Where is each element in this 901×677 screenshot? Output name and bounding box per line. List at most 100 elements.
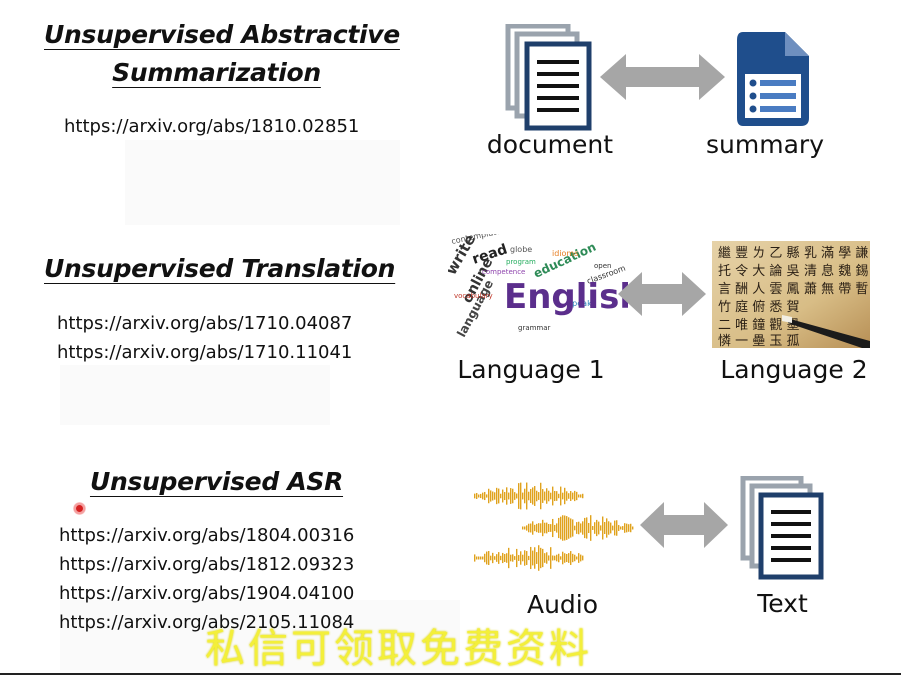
waveform-bar	[576, 491, 578, 501]
bidirectional-arrow-icon	[618, 272, 706, 316]
svg-text:乳 滿 學 謙: 乳 滿 學 謙	[804, 245, 868, 261]
waveform-bar	[568, 517, 570, 539]
waveform-bar	[572, 519, 574, 537]
waveform-bar	[580, 554, 582, 562]
word-cloud-word: grammar	[518, 324, 551, 332]
background-panel	[60, 365, 330, 425]
svg-text:托 令 大 論 吳: 托 令 大 論 吳	[718, 263, 800, 279]
waveform-bar	[576, 556, 578, 560]
waveform-bar	[478, 494, 480, 498]
waveform-bar	[538, 545, 540, 571]
waveform-bar	[524, 526, 526, 530]
waveform-bar	[586, 517, 588, 539]
bidirectional-arrow-icon	[600, 54, 725, 100]
paper-link[interactable]: https://arxiv.org/abs/1710.11041	[57, 342, 353, 363]
waveform-bar	[548, 490, 550, 502]
waveform-bar	[486, 494, 488, 498]
word-cloud-word: education	[531, 240, 598, 281]
waveform-bar	[532, 550, 534, 566]
waveform-bar	[476, 493, 478, 499]
svg-text:言 酬 人 雲 鳳: 言 酬 人 雲 鳳	[718, 282, 800, 297]
waveform-bar	[500, 493, 502, 499]
waveform-bar	[508, 547, 510, 569]
waveform-bar	[502, 552, 504, 564]
section-title-summarization-line2: Summarization	[112, 58, 321, 87]
waveform-bar	[622, 526, 624, 530]
waveform-bar	[500, 555, 502, 561]
word-cloud-word: program	[506, 258, 536, 266]
svg-text:蕭 無 帶 暫: 蕭 無 帶 暫	[804, 282, 868, 297]
waveform-bar	[608, 521, 610, 535]
waveform-bar	[514, 556, 516, 560]
waveform-bar	[484, 553, 486, 563]
waveform-bar	[536, 490, 538, 502]
paper-link[interactable]: https://arxiv.org/abs/1904.04100	[59, 583, 355, 604]
waveform-bar	[618, 525, 620, 531]
waveform-bar	[594, 522, 596, 534]
waveform-bar	[564, 553, 566, 563]
waveform-bar	[482, 492, 484, 500]
waveform-bar	[546, 488, 548, 504]
waveform-bar	[492, 491, 494, 501]
waveform-bar	[570, 551, 572, 565]
waveform-bar	[512, 488, 514, 504]
waveform-bar	[476, 556, 478, 560]
waveform-bar	[494, 492, 496, 500]
paper-link[interactable]: https://arxiv.org/abs/1710.04087	[57, 313, 353, 334]
waveform-bar	[510, 554, 512, 562]
waveform-bar	[596, 519, 598, 537]
waveform-bar	[504, 554, 506, 562]
waveform-bar	[578, 553, 580, 563]
waveform-bar	[572, 492, 574, 500]
paper-link[interactable]: https://arxiv.org/abs/1812.09323	[59, 554, 355, 575]
waveform-bar	[536, 523, 538, 533]
waveform-bar	[550, 524, 552, 532]
waveform-bar	[558, 553, 560, 563]
waveform-bar	[534, 486, 536, 506]
waveform-bar	[538, 492, 540, 500]
paper-link[interactable]: https://arxiv.org/abs/2105.11084	[59, 612, 355, 633]
waveform-bar	[516, 493, 518, 499]
waveform-bar	[492, 552, 494, 564]
waveform-bar	[524, 488, 526, 504]
waveform-bar	[534, 524, 536, 532]
waveform-bar	[496, 487, 498, 505]
waveform-bar	[576, 522, 578, 534]
bidirectional-arrow-icon	[640, 502, 728, 548]
waveform-bar	[606, 518, 608, 538]
waveform-bar	[518, 555, 520, 561]
svg-text:二 唯 鐘 觀 墨: 二 唯 鐘 觀 墨	[718, 317, 800, 333]
waveform-bar	[626, 523, 628, 533]
waveform-bar	[496, 554, 498, 562]
waveform-bar	[526, 551, 528, 565]
word-cloud-word: vocabulary	[454, 292, 493, 300]
word-cloud-word: idioms	[552, 249, 578, 258]
waveform-bar	[474, 554, 476, 562]
waveform-bar	[542, 489, 544, 503]
waveform-bar	[628, 524, 630, 532]
svg-text:繼 豐 ㄌ 乙 縣: 繼 豐 ㄌ 乙 縣	[718, 246, 800, 261]
waveform-bar	[548, 524, 550, 532]
waveform-bar	[508, 492, 510, 500]
waveform-bar	[512, 554, 514, 562]
waveform-bar	[550, 492, 552, 500]
waveform-bar	[514, 492, 516, 500]
waveform-bar	[518, 483, 520, 509]
waveform-bar	[632, 526, 634, 530]
waveform-bar	[558, 493, 560, 499]
language-1-caption: Language 1	[457, 355, 605, 384]
waveform-bar	[520, 551, 522, 565]
waveform-bar	[522, 492, 524, 500]
waveform-bar	[494, 556, 496, 560]
paper-link[interactable]: https://arxiv.org/abs/1804.00316	[59, 525, 355, 546]
waveform-bar	[566, 491, 568, 501]
waveform-bar	[474, 493, 476, 499]
waveform-bar	[552, 555, 554, 561]
waveform-bar	[540, 482, 542, 510]
waveform-bar	[516, 548, 518, 568]
summary-caption: summary	[706, 130, 824, 159]
waveform-bar	[530, 546, 532, 570]
paper-link[interactable]: https://arxiv.org/abs/1810.02851	[64, 116, 360, 137]
waveform-bar	[542, 548, 544, 568]
svg-text:憐 一 壘 玉 孤: 憐 一 壘 玉 孤	[718, 334, 800, 348]
